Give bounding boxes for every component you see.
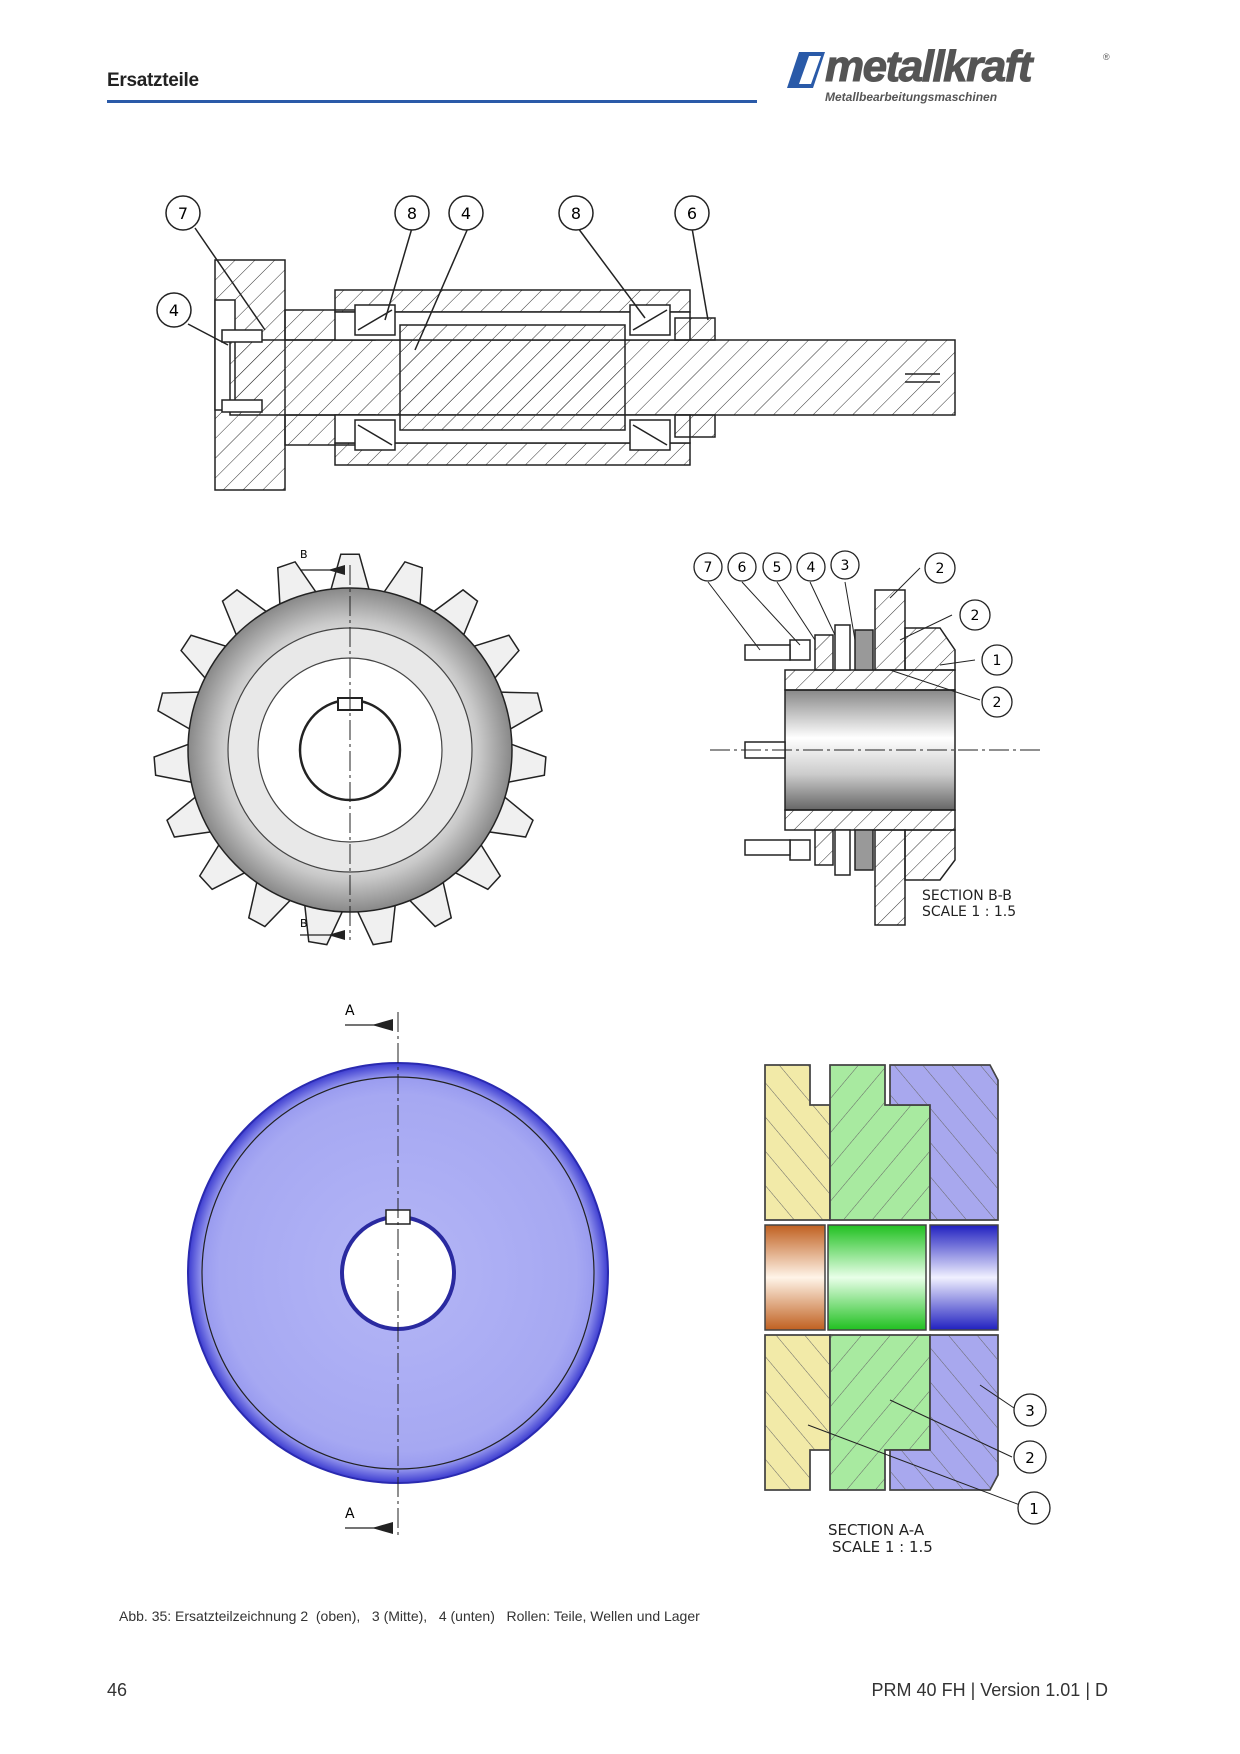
balloon-callout: 7 [693, 552, 723, 582]
svg-text:2: 2 [936, 561, 945, 577]
section-mark-label: B [300, 548, 308, 561]
logo-mark-icon [787, 52, 825, 88]
section-b-b-drawing [707, 567, 1040, 926]
svg-text:2: 2 [971, 608, 980, 624]
section-b-b-scale: SCALE 1 : 1.5 [922, 904, 1016, 920]
balloon-callout: 4 [796, 552, 826, 582]
section-a-a-balloons: 3 2 1 [1013, 1393, 1051, 1525]
svg-text:7: 7 [178, 204, 188, 223]
brand-logo: metallkraft ® Metallbearbeitungsmaschine… [785, 42, 1115, 110]
svg-text:3: 3 [1025, 1402, 1035, 1420]
svg-text:1: 1 [1029, 1500, 1039, 1518]
svg-text:1: 1 [993, 653, 1002, 669]
balloon-callout: 1 [1017, 1491, 1051, 1525]
balloon-callout: 7 [165, 195, 201, 231]
balloon-callout: 2 [981, 686, 1013, 718]
svg-text:2: 2 [993, 695, 1002, 711]
sprocket-front-view: B B [153, 548, 547, 946]
balloon-callout: 2 [924, 552, 956, 584]
section-a-a-scale: SCALE 1 : 1.5 [832, 1538, 933, 1556]
balloon-callout: 6 [727, 552, 757, 582]
logo-subtitle: Metallbearbeitungsmaschinen [825, 90, 998, 104]
section-mark-label: A [345, 1506, 355, 1522]
svg-text:7: 7 [704, 560, 713, 576]
top-balloons: 7 8 4 8 6 4 [156, 195, 710, 328]
svg-text:6: 6 [738, 560, 747, 576]
section-a-a-title: SECTION A-A [828, 1521, 925, 1539]
section-a-a-drawing [764, 1064, 1021, 1506]
balloon-callout: 5 [762, 552, 792, 582]
section-b-b-title: SECTION B-B [922, 888, 1012, 904]
balloon-callout: 8 [394, 195, 430, 231]
svg-text:4: 4 [807, 560, 816, 576]
svg-text:5: 5 [773, 560, 782, 576]
balloon-callout: 4 [156, 292, 192, 328]
logo-registered-mark: ® [1103, 52, 1110, 62]
svg-text:2: 2 [1025, 1449, 1035, 1467]
shaft-assembly-drawing [187, 227, 956, 491]
figure-caption: Abb. 35: Ersatzteilzeichnung 2 (oben), 3… [119, 1608, 700, 1624]
svg-text:3: 3 [841, 558, 850, 574]
logo-wordmark: metallkraft [824, 42, 1033, 92]
roller-wheel-front-view: A A [187, 1003, 609, 1538]
balloon-callout: 6 [674, 195, 710, 231]
section-mark-label: A [345, 1003, 355, 1019]
page-number: 46 [107, 1680, 128, 1700]
balloon-callout: 3 [830, 550, 860, 580]
page-section-title: Ersatzteile [107, 70, 199, 91]
svg-text:8: 8 [571, 204, 581, 223]
document-version-info: PRM 40 FH | Version 1.01 | D [871, 1680, 1108, 1700]
balloon-callout: 1 [981, 644, 1013, 676]
section-b-b-balloons: 7 6 5 4 3 2 2 1 2 [693, 550, 1013, 718]
balloon-callout: 4 [448, 195, 484, 231]
section-mark-label: B [300, 917, 308, 930]
balloon-callout: 2 [959, 599, 991, 631]
svg-text:4: 4 [169, 301, 179, 320]
svg-text:6: 6 [687, 204, 697, 223]
svg-text:8: 8 [407, 204, 417, 223]
header-rule [107, 100, 757, 103]
balloon-callout: 2 [1013, 1440, 1047, 1474]
svg-text:4: 4 [461, 204, 471, 223]
balloon-callout: 8 [558, 195, 594, 231]
balloon-callout: 3 [1013, 1393, 1047, 1427]
